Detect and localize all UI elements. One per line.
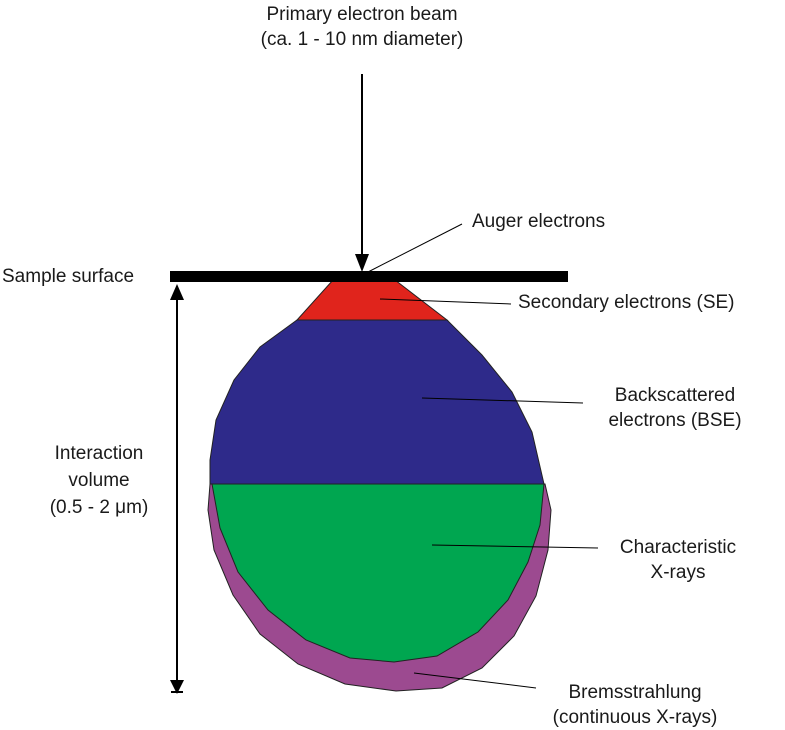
bse-label-line1: Backscattered <box>614 385 736 406</box>
sample-surface-label: Sample surface <box>2 266 135 287</box>
primary-beam-arrowhead <box>355 254 369 272</box>
xray-label-line1: Characteristic <box>619 537 737 558</box>
bremsstrahlung-label: Bremsstrahlung (continuous X-rays) <box>530 680 740 730</box>
volume-arrowhead-bottom <box>170 680 184 694</box>
primary-beam-label: Primary electron beam (ca. 1 - 10 nm dia… <box>212 2 512 52</box>
brems-leader-line <box>413 672 537 689</box>
brems-label-line1: Bremsstrahlung <box>568 682 702 703</box>
secondary-electrons-label: Secondary electrons (SE) <box>518 292 735 313</box>
brems-label-line2: (continuous X-rays) <box>552 707 718 728</box>
primary-beam-label-line2: (ca. 1 - 10 nm diameter) <box>260 29 464 50</box>
characteristic-xrays-label: Characteristic X-rays <box>588 535 768 585</box>
volume-label-line3: (0.5 - 2 μm) <box>49 497 149 518</box>
backscattered-electrons-label: Backscattered electrons (BSE) <box>575 383 775 433</box>
se-leader-line <box>379 298 512 305</box>
auger-leader-line <box>367 223 463 273</box>
volume-label-line1: Interaction <box>54 443 144 464</box>
sample-surface-bar <box>170 271 568 282</box>
xray-leader-line <box>431 544 599 549</box>
bse-leader-line <box>421 397 584 404</box>
volume-label-line2: volume <box>68 470 130 491</box>
xray-label-line2: X-rays <box>650 562 706 583</box>
secondary-electrons-region <box>295 279 449 321</box>
auger-electrons-label: Auger electrons <box>472 211 606 232</box>
interaction-volume-label: Interaction volume (0.5 - 2 μm) <box>34 440 164 521</box>
bse-label-line2: electrons (BSE) <box>608 410 742 431</box>
primary-beam-label-line1: Primary electron beam <box>266 4 458 25</box>
backscattered-electrons-region <box>209 319 545 485</box>
volume-arrowhead-top <box>170 284 184 300</box>
characteristic-xrays-region <box>211 483 545 663</box>
